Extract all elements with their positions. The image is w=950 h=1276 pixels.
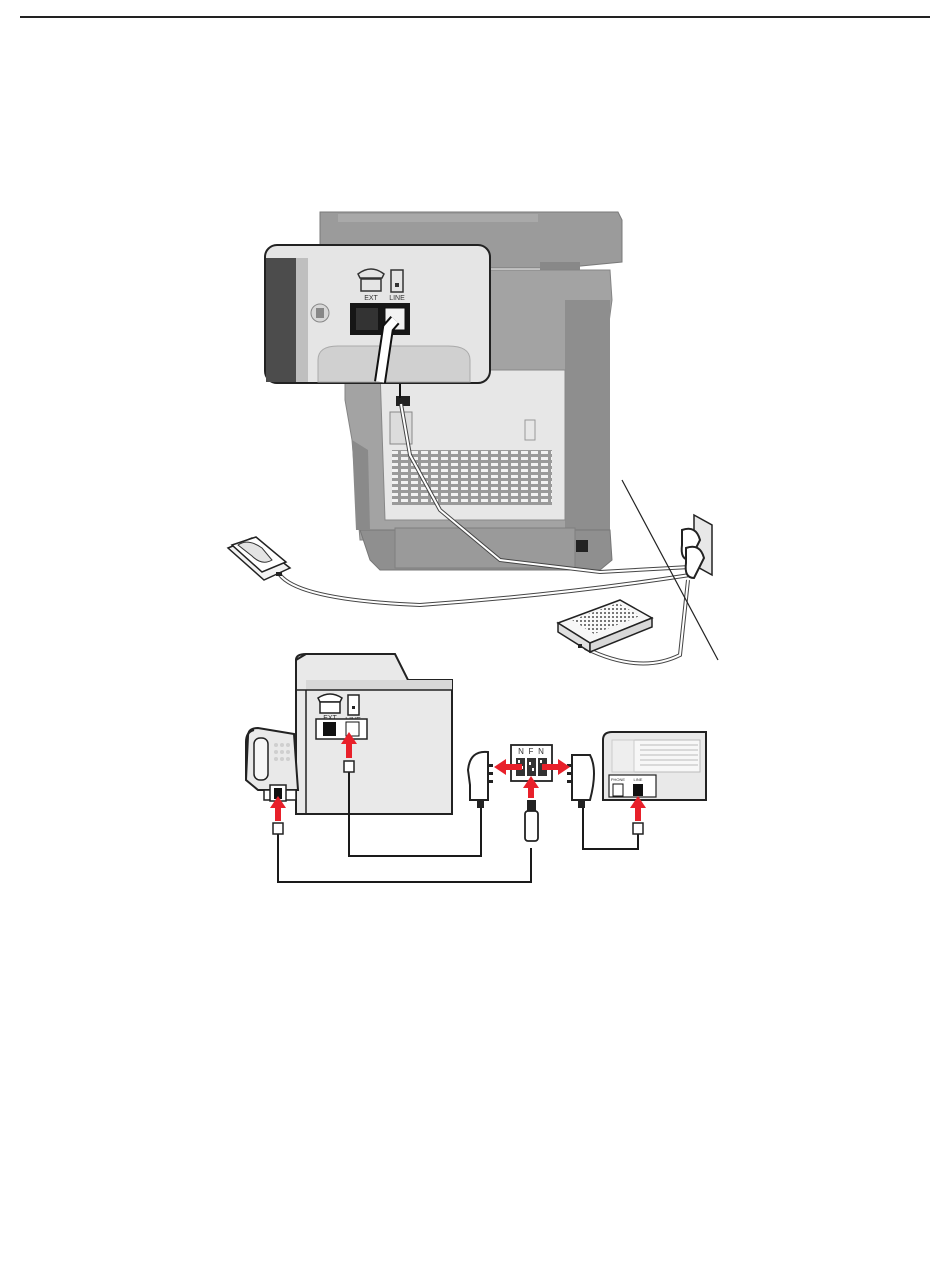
callout-line-label: LINE: [389, 295, 405, 302]
tae-plug-right: [567, 755, 594, 808]
fax-machine-icon: [558, 600, 652, 652]
callout-ext-label: EXT: [364, 295, 378, 302]
schematic-telephone: [246, 728, 298, 801]
wall-plug: [525, 800, 538, 841]
schematic-fax-line-label: LINE: [634, 777, 643, 782]
schematic-line-jack-icon: [348, 695, 359, 715]
telephone-icon: [228, 537, 290, 580]
schematic-fax-phone-label: PHONE: [611, 777, 626, 782]
schematic-printer: EXT LINE: [296, 654, 452, 814]
adapter-label-n2: N: [538, 747, 544, 756]
schematic-fax-machine: PHONE LINE: [603, 732, 706, 800]
tae-plug-left: [468, 752, 493, 808]
schematic-ext-phone-icon: [318, 694, 342, 713]
callout-zoom-port: EXT LINE: [265, 245, 490, 383]
nfn-adapter: N F N: [511, 745, 552, 781]
adapter-label-f: F: [529, 747, 534, 756]
adapter-label-n1: N: [518, 747, 524, 756]
wall-jack-splitter: [682, 515, 712, 578]
